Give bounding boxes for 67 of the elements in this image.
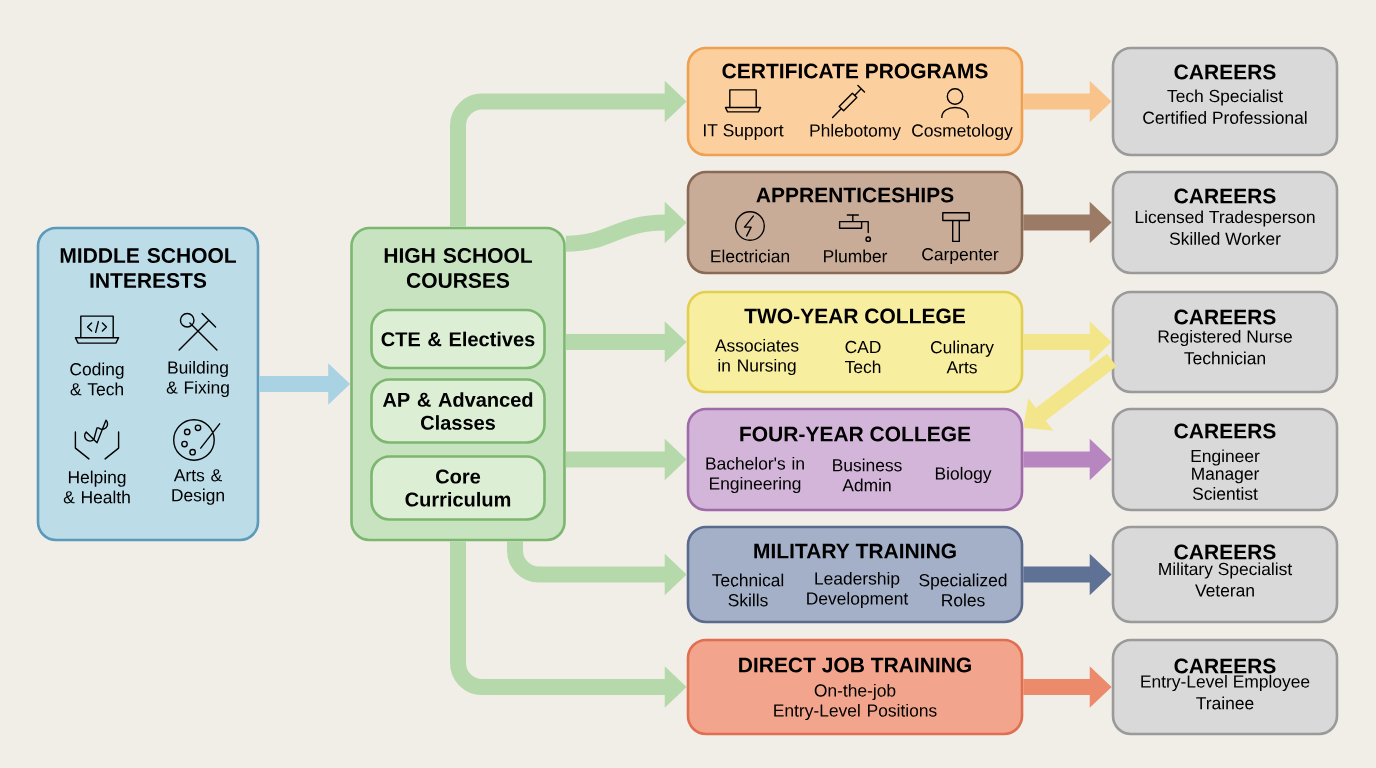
item-label: Tech Specialist	[1167, 89, 1283, 106]
heading: HIGH SCHOOL COURSES	[384, 248, 532, 288]
item-label: Military Specialist	[1159, 562, 1293, 579]
item-label: Coding & Tech	[70, 362, 124, 396]
heading: CAREERS	[1174, 658, 1276, 674]
course-label: Core Curriculum	[405, 469, 511, 507]
item-label: Bachelor's in Engineering	[706, 456, 804, 494]
item-label: Leadership Development	[807, 571, 909, 609]
item-label: On-the-job Entry-Level Positions	[774, 683, 937, 721]
item-label: Registered Nurse	[1158, 329, 1292, 347]
item-label: Engineer	[1191, 449, 1260, 466]
item-label: Skilled Worker	[1169, 232, 1281, 245]
pathway-box	[686, 290, 1024, 394]
course-box	[370, 378, 546, 444]
heading: CAREERS	[1174, 309, 1276, 325]
pathway-box	[686, 170, 1024, 275]
course-label: CTE & Electives	[381, 331, 535, 347]
course-label: AP & Advanced Classes	[382, 392, 533, 430]
heading: CAREERS	[1174, 544, 1276, 560]
item-label: Arts & Design	[172, 469, 224, 505]
heading: MIDDLE SCHOOL INTERESTS	[60, 248, 236, 288]
item-label: Certified Professional	[1143, 111, 1307, 124]
course-box	[370, 308, 546, 370]
arrow	[1023, 353, 1117, 431]
item-label: Associates in Nursing	[714, 338, 799, 376]
pathway-box	[686, 46, 1024, 157]
item-label: Carpenter	[922, 248, 999, 264]
pathway-box	[686, 638, 1024, 736]
item-label: CAD Tech	[845, 340, 881, 374]
item-label: Culinary Arts	[931, 340, 994, 374]
career-box	[1111, 46, 1339, 157]
item-label: Trainee	[1196, 696, 1254, 710]
item-label: IT Support	[704, 124, 784, 140]
heading: TWO-YEAR COLLEGE	[744, 308, 965, 324]
interest-box	[36, 226, 260, 542]
item-label: Manager	[1192, 467, 1260, 484]
item-label: Biology	[935, 466, 992, 484]
item-label: Electrician	[711, 249, 789, 263]
heading: CERTIFICATE PROGRAMS	[722, 63, 988, 79]
career-box	[1111, 170, 1339, 275]
item-label: Cosmetology	[912, 123, 1013, 141]
item-label: Phlebotomy	[810, 123, 901, 141]
career-box	[1111, 525, 1339, 624]
heading: FOUR-YEAR COLLEGE	[740, 426, 971, 442]
item-label: Plumber	[824, 249, 888, 263]
pathway-box	[686, 407, 1024, 512]
heading: CAREERS	[1174, 64, 1276, 80]
item-label: Helping & Health	[63, 470, 130, 504]
heading: CAREERS	[1174, 423, 1276, 439]
course-box	[370, 455, 546, 521]
heading: MILITARY TRAINING	[754, 543, 956, 559]
pathway-box	[686, 525, 1024, 624]
item-label: Technical Skills	[712, 573, 784, 607]
item-label: Veteran	[1195, 584, 1254, 597]
career-box	[1111, 638, 1339, 736]
item-label: Specialized Roles	[919, 573, 1007, 607]
item-label: Technician	[1184, 351, 1265, 365]
career-box	[1111, 290, 1339, 394]
item-label: Scientist	[1192, 487, 1258, 500]
item-label: Licensed Tradesperson	[1135, 210, 1315, 227]
item-label: Business Admin	[833, 458, 902, 492]
item-label: Building & Fixing	[166, 360, 229, 398]
career-box	[1111, 407, 1339, 512]
heading: CAREERS	[1174, 188, 1276, 204]
heading: APPRENTICESHIPS	[756, 187, 954, 203]
heading: DIRECT JOB TRAINING	[739, 657, 971, 673]
item-label: Entry-Level Employee	[1141, 674, 1310, 692]
